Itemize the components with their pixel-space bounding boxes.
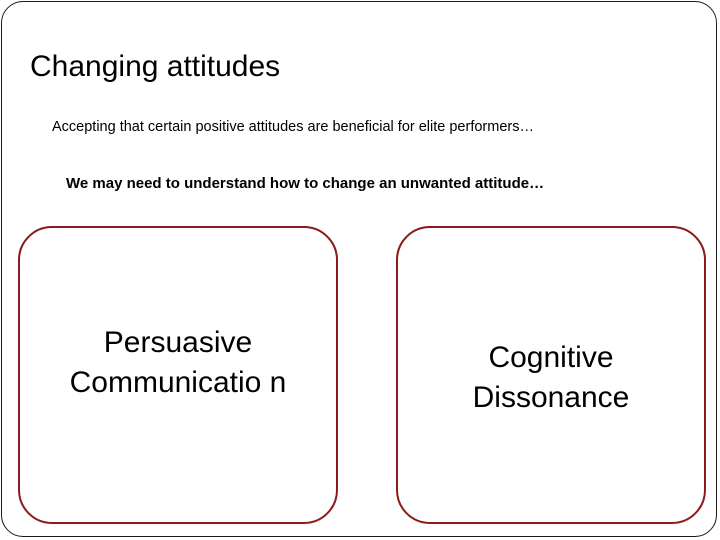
concept-box-label: Cognitive Dissonance — [472, 341, 630, 414]
subtitle-line-2: We may need to understand how to change … — [66, 175, 545, 192]
concept-box-persuasive-communication: Persuasive Communicatio n — [18, 226, 338, 524]
page-title: Changing attitudes — [30, 50, 281, 83]
concept-box-label: Persuasive Communicatio n — [69, 326, 287, 399]
subtitle-line-1: Accepting that certain positive attitude… — [52, 119, 534, 135]
concept-box-cognitive-dissonance: Cognitive Dissonance — [396, 226, 706, 524]
